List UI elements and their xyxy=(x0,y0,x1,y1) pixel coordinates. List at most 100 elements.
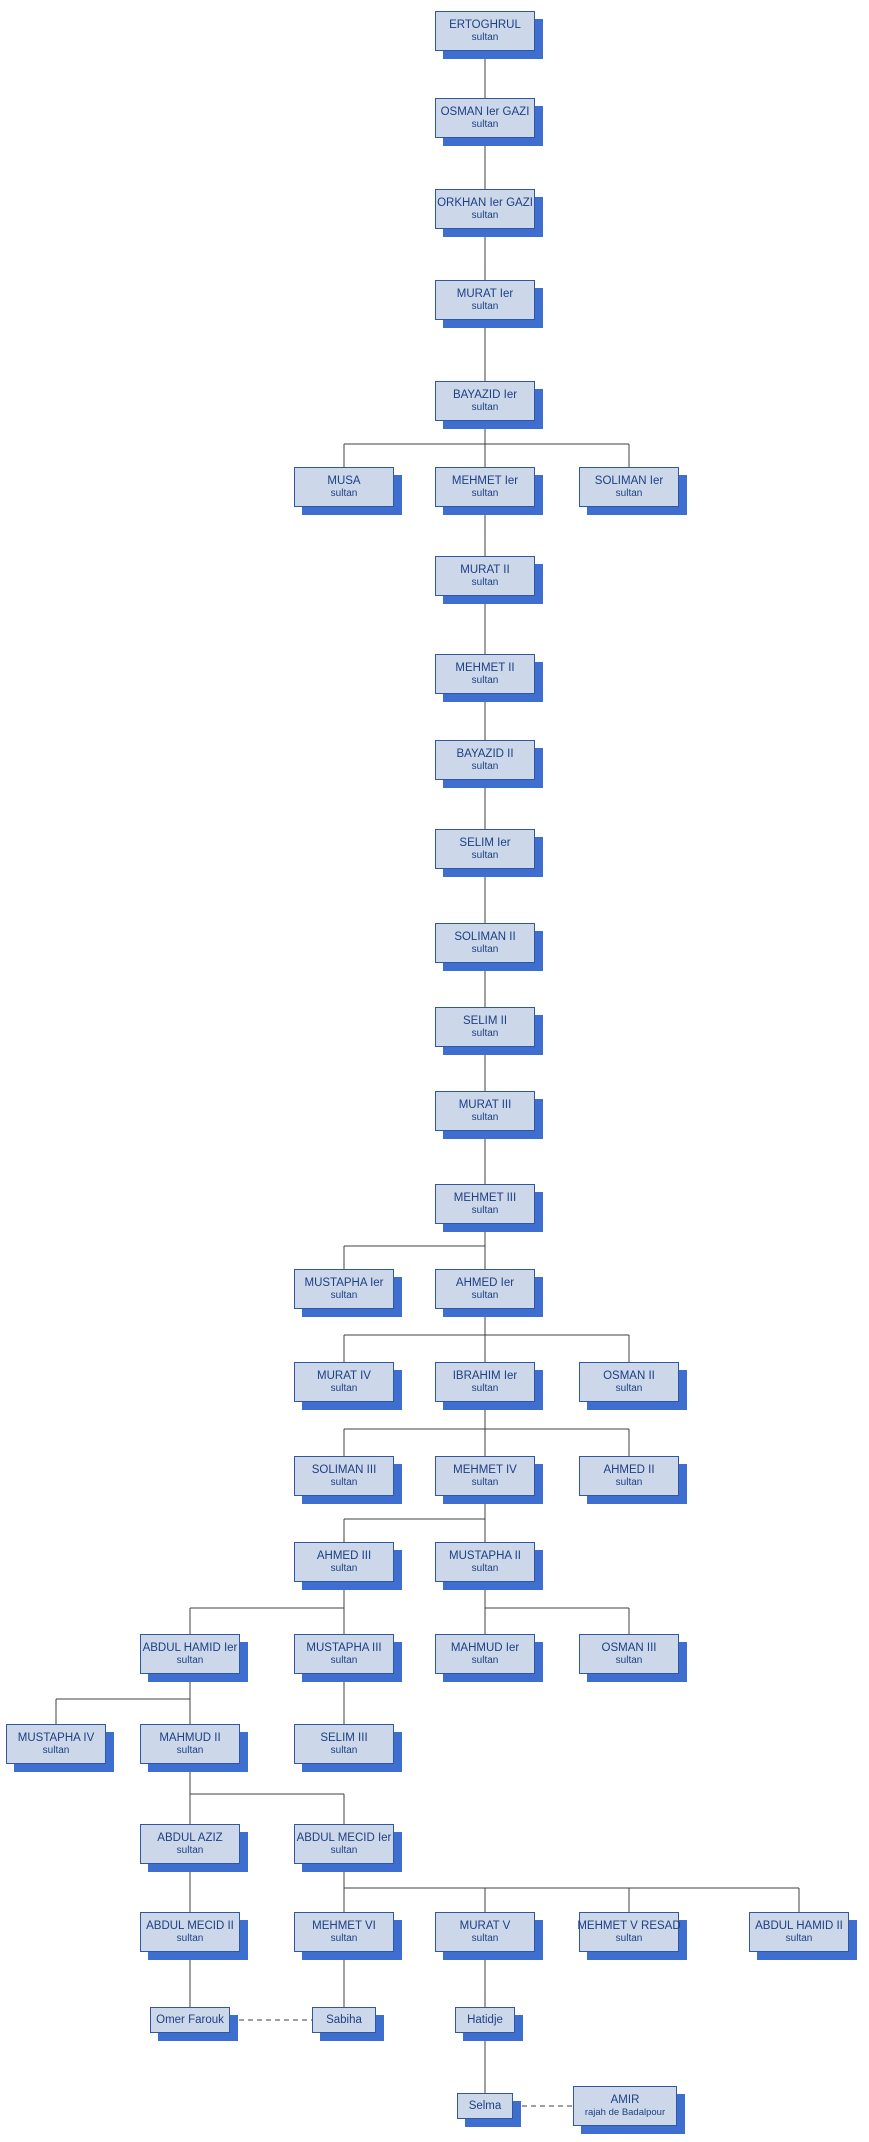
node-subtitle: sultan xyxy=(471,301,499,312)
node-title: SELIM III xyxy=(320,1732,368,1744)
node-title: ABDUL HAMID Ier xyxy=(142,1642,238,1654)
node-subtitle: sultan xyxy=(471,119,499,130)
node-title: OSMAN II xyxy=(603,1370,655,1382)
node-subtitle: sultan xyxy=(330,1383,358,1394)
node-subtitle: sultan xyxy=(471,402,499,413)
node-title: MUSTAPHA II xyxy=(449,1550,521,1562)
node-subtitle: sultan xyxy=(615,1933,643,1944)
node-subtitle: sultan xyxy=(330,1655,358,1666)
node-title: ABDUL HAMID II xyxy=(755,1920,843,1932)
node-subtitle: sultan xyxy=(615,1655,643,1666)
node-subtitle: sultan xyxy=(785,1933,813,1944)
node-title: MURAT IV xyxy=(317,1370,371,1382)
node-subtitle: sultan xyxy=(471,210,499,221)
node-title: SOLIMAN Ier xyxy=(594,475,664,487)
node-sabiha[interactable]: Sabiha xyxy=(312,2007,376,2033)
node-title: MAHMUD Ier xyxy=(450,1642,520,1654)
node-title: MEHMET VI xyxy=(312,1920,376,1932)
node-title: ABDUL MECID Ier xyxy=(296,1832,392,1844)
node-title: MEHMET II xyxy=(455,662,515,674)
node-title: ORKHAN Ier GAZI xyxy=(437,197,533,209)
node-title: IBRAHIM Ier xyxy=(452,1370,518,1382)
node-subtitle: sultan xyxy=(471,761,499,772)
node-title: MURAT III xyxy=(458,1099,512,1111)
node-subtitle: sultan xyxy=(330,1845,358,1856)
node-subtitle: sultan xyxy=(471,1112,499,1123)
node-subtitle: sultan xyxy=(471,1205,499,1216)
node-title: Selma xyxy=(468,2100,502,2112)
node-title: MEHMET Ier xyxy=(451,475,519,487)
node-title: ABDUL MECID II xyxy=(146,1920,234,1932)
node-omer-farouk[interactable]: Omer Farouk xyxy=(150,2007,230,2033)
node-subtitle: sultan xyxy=(471,488,499,499)
node-title: MEHMET III xyxy=(453,1192,517,1204)
node-subtitle: sultan xyxy=(176,1655,204,1666)
node-hatidje[interactable]: Hatidje xyxy=(455,2007,515,2033)
node-title: MURAT II xyxy=(460,564,510,576)
node-subtitle: sultan xyxy=(471,1477,499,1488)
node-subtitle: sultan xyxy=(330,1477,358,1488)
node-subtitle: sultan xyxy=(471,1028,499,1039)
node-title: OSMAN III xyxy=(601,1642,657,1654)
node-subtitle: sultan xyxy=(615,1477,643,1488)
node-title: MUSTAPHA III xyxy=(306,1642,382,1654)
node-title: AHMED III xyxy=(316,1550,372,1562)
node-selma[interactable]: Selma xyxy=(457,2093,513,2119)
node-subtitle: sultan xyxy=(471,1383,499,1394)
node-title: OSMAN Ier GAZI xyxy=(440,106,530,118)
node-title: AHMED II xyxy=(603,1464,655,1476)
node-subtitle: sultan xyxy=(471,944,499,955)
node-subtitle: sultan xyxy=(615,488,643,499)
node-title: Sabiha xyxy=(326,2014,362,2026)
node-title: AMIR xyxy=(610,2094,640,2106)
node-title: BAYAZID II xyxy=(456,748,514,760)
node-subtitle: sultan xyxy=(471,1933,499,1944)
node-title: SELIM Ier xyxy=(459,837,511,849)
node-title: BAYAZID Ier xyxy=(452,389,518,401)
node-title: MUSTAPHA Ier xyxy=(304,1277,384,1289)
node-title: MEHMET IV xyxy=(453,1464,517,1476)
